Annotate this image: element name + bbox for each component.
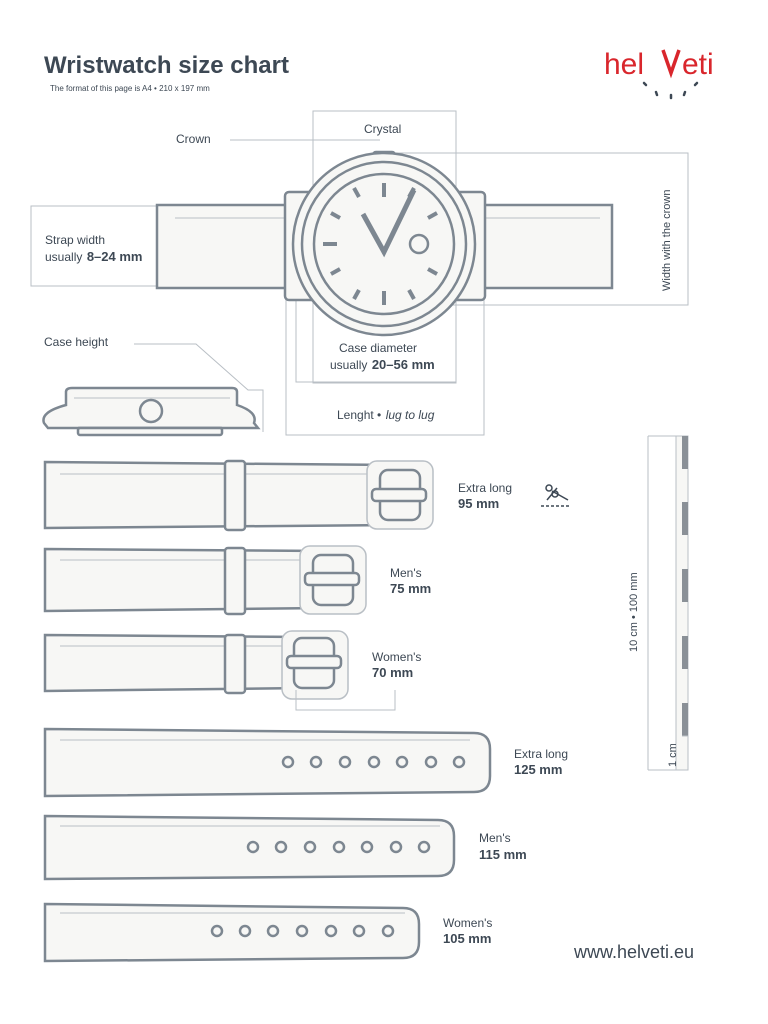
length-label: Lenght • (337, 408, 382, 422)
buckle-strap-name: Men's (390, 566, 422, 580)
width-with-crown-label: Width with the crown (661, 189, 673, 291)
case-height-label: Case height (44, 335, 109, 349)
hole-strap-size: 125 mm (514, 762, 563, 777)
watch-front-view (30, 110, 689, 436)
strap-width-value-line: usually 8–24 mm (45, 248, 142, 266)
case-diameter-value: 20–56 mm (371, 357, 435, 372)
ruler-unit-label: 1 cm (667, 743, 679, 767)
length-line: Lenght • lug to lug (337, 406, 434, 424)
buckle-strap-size: 95 mm (458, 496, 500, 511)
website-link[interactable]: www.helveti.eu (574, 942, 695, 962)
logo-mark: hel eti (604, 48, 714, 100)
hole-strap-size: 105 mm (443, 931, 492, 946)
hole-strap-size: 115 mm (479, 847, 527, 862)
case-diameter-label: Case diameter (339, 341, 418, 355)
helveti-logo[interactable]: hel eti (598, 44, 728, 104)
crystal-label: Crystal (364, 122, 402, 136)
hole-strap-name: Extra long (514, 747, 569, 761)
buckle-strap-name: Women's (372, 650, 422, 664)
buckle-strap-womens (43, 630, 396, 711)
hole-strap-extra-long (43, 727, 492, 798)
strap-width-prefix: usually (45, 250, 83, 264)
crown-label: Crown (176, 132, 211, 146)
ruler (647, 435, 689, 771)
buckle-strap-size: 75 mm (390, 581, 432, 596)
length-italic: lug to lug (385, 408, 435, 422)
hole-strap-name: Women's (443, 916, 493, 930)
buckle-strap-extra-long (43, 459, 434, 532)
hole-strap-womens (43, 902, 421, 963)
hole-strap-mens (43, 814, 456, 881)
scissors-icon (541, 484, 569, 507)
ruler-label: 10 cm • 100 mm (628, 572, 640, 652)
case-diameter-value-line: usually 20–56 mm (330, 356, 435, 374)
page-subtitle: The format of this page is A4 • 210 x 19… (50, 84, 210, 93)
strap-width-value: 8–24 mm (86, 249, 143, 264)
buckle-strap-size: 70 mm (372, 665, 414, 680)
buckle-strap-mens (43, 545, 367, 616)
strap-width-label: Strap width (45, 233, 106, 247)
logo-text-left: hel (604, 48, 644, 81)
hole-strap-name: Men's (479, 831, 511, 845)
buckle-strap-name: Extra long (458, 481, 513, 495)
case-diameter-prefix: usually (330, 358, 368, 372)
page-title: Wristwatch size chart (44, 52, 289, 79)
logo-text-right: eti (682, 48, 714, 81)
watch-side-view (42, 343, 264, 437)
